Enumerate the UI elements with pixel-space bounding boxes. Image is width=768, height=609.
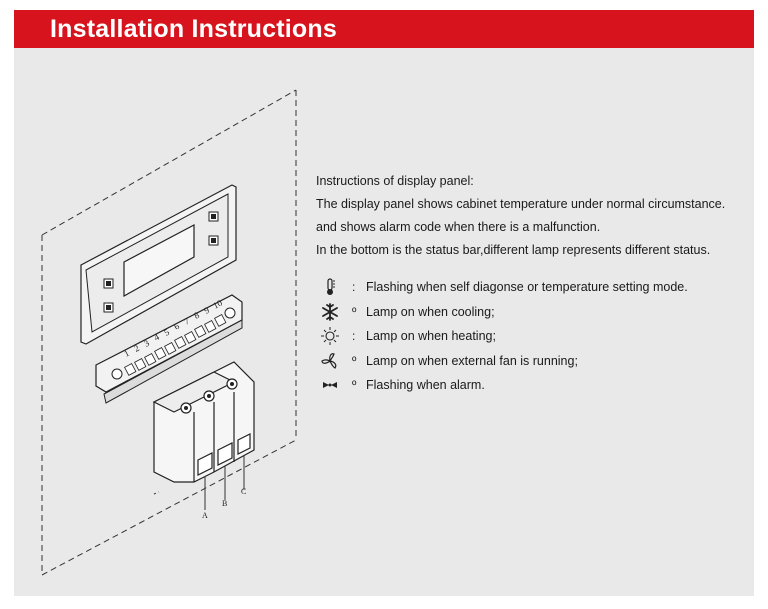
connector-label-a: A xyxy=(202,511,208,520)
terminal-number: 7 xyxy=(182,316,191,327)
thermometer-icon xyxy=(327,278,335,296)
legend-item: º Flashing when alarm. xyxy=(320,373,740,398)
status-legend: : Flashing when self diagonse or tempera… xyxy=(320,275,740,398)
terminal-number: 5 xyxy=(162,327,171,338)
legend-text: Lamp on when external fan is running; xyxy=(366,353,578,368)
terminal-number: 4 xyxy=(152,332,161,343)
legend-separator: º xyxy=(352,353,357,368)
legend-separator: º xyxy=(352,304,357,319)
connector-label-c: C xyxy=(241,487,246,496)
title-bar: Installation Instructions xyxy=(14,10,754,48)
mounting-panel-outline xyxy=(41,89,297,576)
fan-icon xyxy=(321,352,337,369)
legend-text: Flashing when alarm. xyxy=(366,378,485,393)
connector-label-b: B xyxy=(222,499,227,508)
instruction-text: Instructions of display panel: The displ… xyxy=(316,170,746,262)
instruction-line: The display panel shows cabinet temperat… xyxy=(316,197,726,211)
page-title: Installation Instructions xyxy=(50,15,337,43)
legend-separator: : xyxy=(352,280,356,295)
legend-text: Lamp on when cooling; xyxy=(366,304,495,319)
legend-item: : Lamp on when heating; xyxy=(320,324,740,349)
sun-icon xyxy=(321,327,339,346)
instruction-page: Installation Instructions xyxy=(14,10,754,596)
connector-block xyxy=(152,361,255,483)
terminal-number: 3 xyxy=(142,338,151,349)
terminal-number: 9 xyxy=(202,305,211,316)
legend-separator: º xyxy=(352,378,357,393)
instruction-heading: Instructions of display panel: xyxy=(316,174,474,188)
instruction-line: and shows alarm code when there is a mal… xyxy=(316,220,601,234)
legend-separator: : xyxy=(352,329,356,344)
alarm-icon xyxy=(323,382,337,389)
display-panel xyxy=(80,184,237,345)
legend-item: º Lamp on when cooling; xyxy=(320,300,740,325)
terminal-strip: 1 2 3 4 5 6 7 8 9 10 xyxy=(95,294,243,404)
installation-diagram: 1 2 3 4 5 6 7 8 9 10 xyxy=(41,89,297,576)
legend-item: º Lamp on when external fan is running; xyxy=(320,349,740,374)
wire-leads xyxy=(153,456,245,510)
terminal-number: 1 xyxy=(122,348,131,359)
legend-text: Flashing when self diagonse or temperatu… xyxy=(366,280,688,295)
terminal-number: 8 xyxy=(192,310,201,321)
instruction-line: In the bottom is the status bar,differen… xyxy=(316,243,711,257)
terminal-number: 6 xyxy=(172,321,181,332)
legend-text: Lamp on when heating; xyxy=(366,329,496,344)
snowflake-icon xyxy=(322,302,338,321)
terminal-number: 2 xyxy=(132,343,141,354)
legend-item: : Flashing when self diagonse or tempera… xyxy=(320,275,740,300)
lcd-screen xyxy=(123,224,195,298)
